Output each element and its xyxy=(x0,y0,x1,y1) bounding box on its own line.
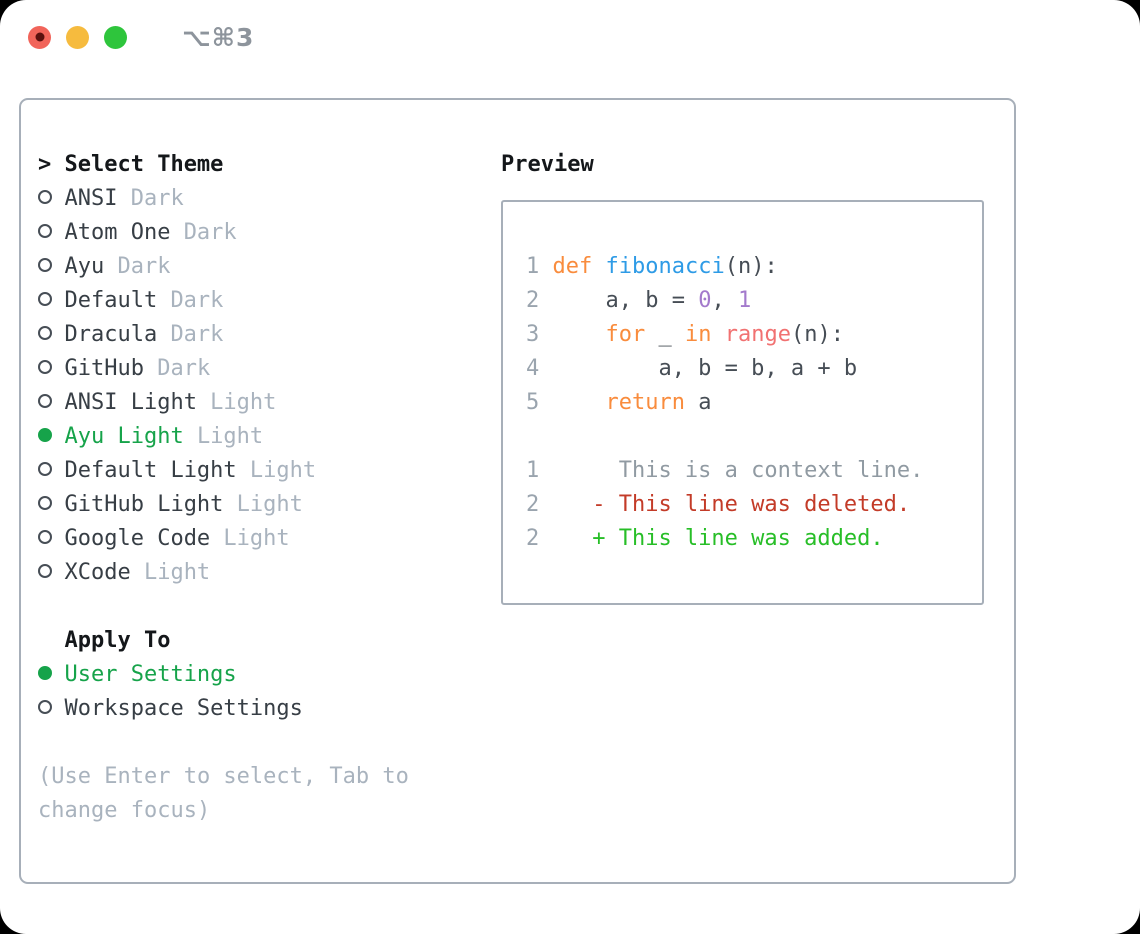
theme-option-ayu-light[interactable]: Ayu Light Light xyxy=(38,420,488,454)
help-text-line-1: (Use Enter to select, Tab to xyxy=(38,764,409,789)
line-number: 1 xyxy=(526,254,540,279)
theme-variant: Light xyxy=(223,526,290,551)
theme-option-dracula-dark[interactable]: Dracula Dark xyxy=(38,318,488,352)
select-theme-header: > Select Theme xyxy=(38,148,488,182)
theme-option-ayu-dark[interactable]: Ayu Dark xyxy=(38,250,488,284)
line-number: 5 xyxy=(526,390,540,415)
theme-variant: Dark xyxy=(170,288,224,313)
radio-icon xyxy=(38,250,64,284)
theme-variant: Light xyxy=(143,560,211,585)
theme-option-ansi-light[interactable]: ANSI Light Light xyxy=(38,386,488,420)
preview-header: Preview xyxy=(501,148,594,182)
theme-name: Ayu xyxy=(64,254,105,279)
line-number: 4 xyxy=(526,356,540,381)
theme-variant: Light xyxy=(249,458,317,483)
theme-variant: Light xyxy=(210,390,277,415)
zoom-button[interactable] xyxy=(104,25,127,49)
theme-variant: Light xyxy=(196,424,264,449)
radio-icon xyxy=(38,488,64,522)
code-line: 5 return a xyxy=(526,386,982,420)
theme-name: Default Light xyxy=(64,458,237,483)
close-dot-icon xyxy=(35,32,44,42)
apply-option-workspace-settings[interactable]: Workspace Settings xyxy=(38,692,488,726)
theme-variant: Dark xyxy=(130,186,184,211)
diff-line-context: 1 This is a context line. xyxy=(526,454,982,488)
line-number: 2 xyxy=(526,288,540,313)
line-number: 1 xyxy=(526,458,540,483)
theme-name: Google Code xyxy=(64,526,211,551)
theme-name: Atom One xyxy=(64,220,171,245)
radio-icon xyxy=(38,454,64,488)
radio-icon xyxy=(38,318,64,352)
theme-option-default-dark[interactable]: Default Dark xyxy=(38,284,488,318)
theme-name: Ayu Light xyxy=(64,424,184,449)
theme-name: GitHub Light xyxy=(64,492,224,517)
select-theme-label: Select Theme xyxy=(64,152,224,177)
theme-variant: Dark xyxy=(117,254,171,279)
theme-name: Dracula xyxy=(64,322,158,347)
diff-line-deleted: 2 - This line was deleted. xyxy=(526,488,982,522)
minimize-button[interactable] xyxy=(66,25,89,49)
spacer-row xyxy=(526,420,982,454)
preview-title: Preview xyxy=(501,152,594,177)
apply-option-user-settings[interactable]: User Settings xyxy=(38,658,488,692)
radio-selected-icon xyxy=(38,420,64,454)
radio-icon xyxy=(38,386,64,420)
apply-to-label: Apply To xyxy=(64,628,171,653)
radio-icon xyxy=(38,182,64,216)
theme-name: ANSI xyxy=(64,186,118,211)
titlebar: ⌥⌘3 xyxy=(28,22,255,52)
theme-option-atom-one-dark[interactable]: Atom One Dark xyxy=(38,216,488,250)
radio-icon xyxy=(38,522,64,556)
radio-selected-icon xyxy=(38,658,64,692)
apply-option-name: User Settings xyxy=(64,662,237,687)
theme-variant: Dark xyxy=(157,356,211,381)
line-number: 2 xyxy=(526,526,540,551)
window-shortcut-label: ⌥⌘3 xyxy=(182,22,255,52)
theme-option-default-light[interactable]: Default Light Light xyxy=(38,454,488,488)
code-line: 2 a, b = 0, 1 xyxy=(526,284,982,318)
radio-icon xyxy=(38,352,64,386)
theme-variant: Dark xyxy=(170,322,224,347)
spacer-row xyxy=(38,726,488,760)
theme-name: GitHub xyxy=(64,356,144,381)
theme-option-xcode-light[interactable]: XCode Light xyxy=(38,556,488,590)
radio-icon xyxy=(38,284,64,318)
apply-to-header: Apply To xyxy=(38,624,488,658)
apply-option-name: Workspace Settings xyxy=(64,696,303,721)
theme-variant: Light xyxy=(236,492,303,517)
diff-line-added: 2 + This line was added. xyxy=(526,522,982,556)
cursor-marker-icon: > xyxy=(38,152,52,177)
spacer-row xyxy=(38,590,488,624)
code-line: 4 a, b = b, a + b xyxy=(526,352,982,386)
theme-option-github-dark[interactable]: GitHub Dark xyxy=(38,352,488,386)
close-button[interactable] xyxy=(28,25,51,49)
theme-option-ansi-dark[interactable]: ANSI Dark xyxy=(38,182,488,216)
theme-name: ANSI Light xyxy=(64,390,197,415)
theme-name: Default xyxy=(64,288,158,313)
theme-option-google-code-light[interactable]: Google Code Light xyxy=(38,522,488,556)
theme-option-github-light[interactable]: GitHub Light Light xyxy=(38,488,488,522)
radio-icon xyxy=(38,216,64,250)
theme-name: XCode xyxy=(64,560,131,585)
radio-icon xyxy=(38,692,64,726)
line-number: 2 xyxy=(526,492,540,517)
code-line: 3 for _ in range(n): xyxy=(526,318,982,352)
radio-icon xyxy=(38,556,64,590)
help-text-line-2: change focus) xyxy=(38,798,211,823)
theme-variant: Dark xyxy=(183,220,237,245)
line-number: 3 xyxy=(526,322,540,347)
